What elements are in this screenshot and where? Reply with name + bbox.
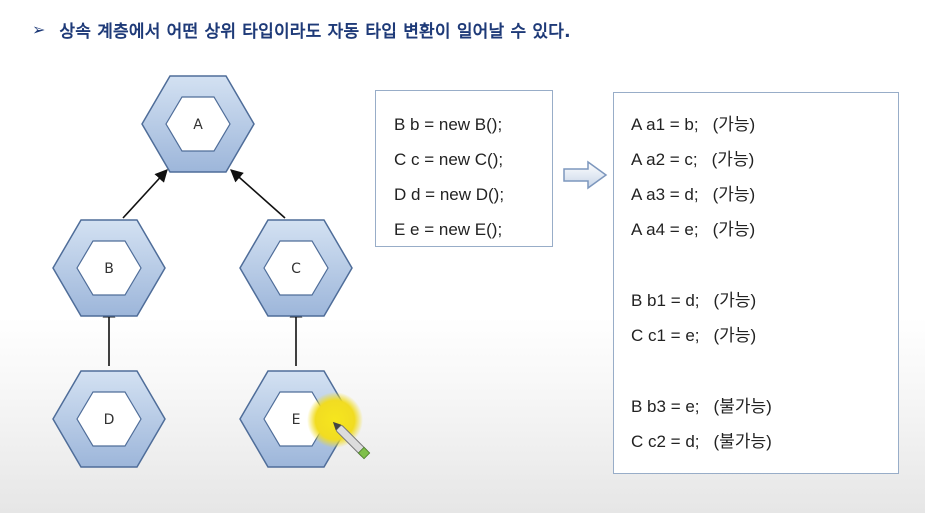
assignment-note: (불가능)	[713, 397, 772, 416]
title-text: 상속 계층에서 어떤 상위 타입이라도 자동 타입 변환이 일어날 수 있다.	[59, 21, 571, 42]
assignment-code: A a4 = e;	[631, 220, 699, 239]
assignment-line: A a2 = c; (가능)	[631, 142, 898, 177]
node-c-label: C	[291, 261, 301, 277]
right-arrow-icon	[562, 160, 608, 194]
assignments-box: A a1 = b; (가능) A a2 = c; (가능) A a3 = d; (가능…	[613, 92, 899, 474]
declaration-line: D d = new D();	[394, 185, 505, 204]
node-b: B	[52, 219, 166, 317]
assignment-code: A a3 = d;	[631, 185, 699, 204]
assignment-line: B b3 = e; (불가능)	[631, 389, 898, 424]
assignment-code: A a2 = c;	[631, 150, 698, 169]
assignment-line: B b1 = d; (가능)	[631, 283, 898, 318]
assignment-code: A a1 = b;	[631, 115, 699, 134]
node-d: D	[52, 370, 166, 468]
spacer	[631, 247, 898, 283]
assignment-line: A a3 = d; (가능)	[631, 177, 898, 212]
assignment-line: A a4 = e; (가능)	[631, 212, 898, 247]
spacer	[631, 353, 898, 389]
declaration-line: E e = new E();	[394, 220, 503, 239]
node-a-label: A	[193, 117, 203, 133]
assignment-note: (불가능)	[713, 432, 772, 451]
edge-b-a	[122, 169, 168, 219]
declaration-line: C c = new C();	[394, 150, 504, 169]
assignment-line: A a1 = b; (가능)	[631, 107, 898, 142]
node-d-label: D	[104, 412, 115, 428]
pen-pointer-icon	[307, 392, 371, 460]
node-b-label: B	[104, 261, 114, 277]
assignment-code: C c1 = e;	[631, 326, 700, 345]
assignment-note: (가능)	[712, 115, 756, 134]
node-a: A	[141, 75, 255, 173]
assignment-note: (가능)	[711, 150, 755, 169]
assignment-note: (가능)	[713, 291, 757, 310]
edge-c-a	[230, 169, 286, 219]
assignment-line: C c1 = e; (가능)	[631, 318, 898, 353]
assignment-code: B b3 = e;	[631, 397, 700, 416]
assignment-note: (가능)	[712, 185, 756, 204]
declaration-line: B b = new B();	[394, 115, 503, 134]
bullet-arrow-icon: ➢	[32, 19, 46, 39]
slide-title: ➢ 상속 계층에서 어떤 상위 타입이라도 자동 타입 변환이 일어날 수 있다…	[32, 14, 571, 44]
assignment-code: C c2 = d;	[631, 432, 700, 451]
assignment-note: (가능)	[712, 220, 756, 239]
declarations-box: B b = new B(); C c = new C(); D d = new …	[375, 90, 553, 247]
node-c: C	[239, 219, 353, 317]
assignment-code: B b1 = d;	[631, 291, 700, 310]
assignment-line: C c2 = d; (불가능)	[631, 424, 898, 459]
node-e-label: E	[292, 412, 301, 428]
assignment-note: (가능)	[713, 326, 757, 345]
